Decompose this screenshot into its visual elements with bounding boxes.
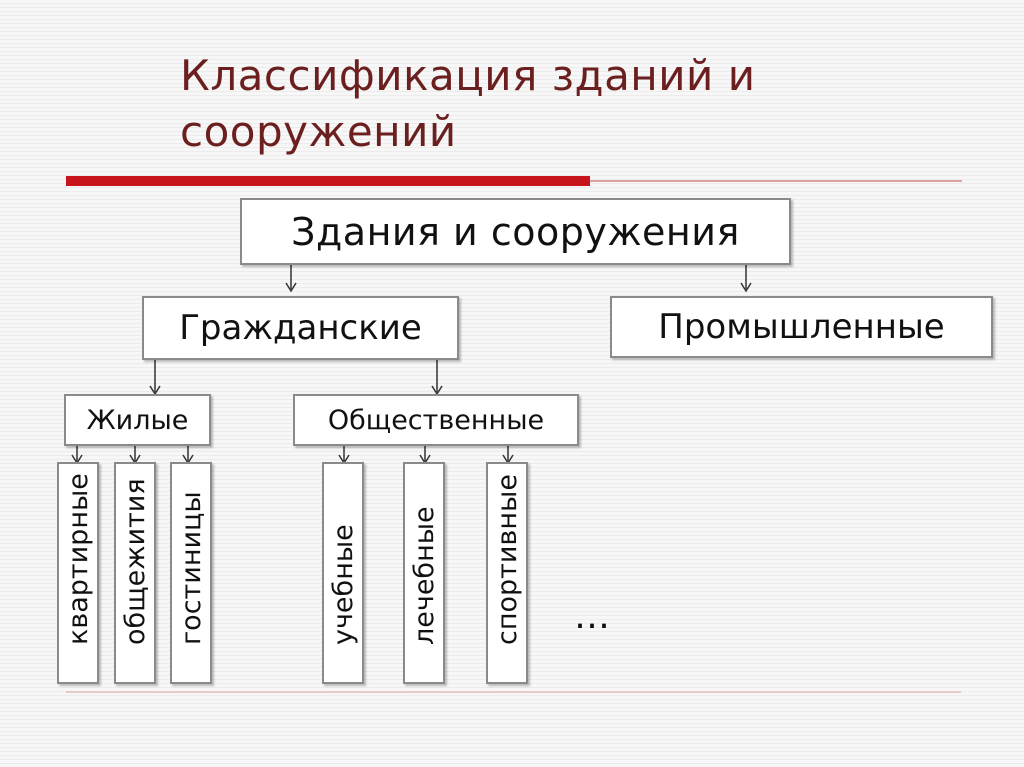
node-medical: лечебные	[403, 462, 445, 684]
node-apartment-label: квартирные	[63, 473, 94, 645]
node-dormitory-label: общежития	[120, 478, 151, 645]
node-educational-label: учебные	[328, 524, 359, 645]
node-apartment: квартирные	[57, 462, 99, 684]
title-underline-accent	[66, 176, 590, 186]
node-public: Общественные	[293, 394, 579, 446]
node-medical-label: лечебные	[409, 506, 440, 645]
slide-title: Классификация зданий и сооружений	[180, 51, 756, 156]
arrowhead-root-industrial	[740, 282, 752, 293]
node-buildings-and-structures: Здания и сооружения	[240, 198, 791, 265]
node-civil: Гражданские	[142, 296, 459, 360]
node-dormitory: общежития	[114, 462, 156, 684]
title-underline-thin	[590, 180, 962, 182]
node-industrial: Промышленные	[610, 296, 993, 358]
ellipsis-more: …	[574, 596, 612, 637]
node-hotel: гостиницы	[170, 462, 212, 684]
node-educational: учебные	[322, 462, 364, 684]
node-sports: спортивные	[486, 462, 528, 684]
node-residential: Жилые	[64, 394, 211, 446]
footer-divider	[66, 691, 961, 693]
node-sports-label: спортивные	[492, 474, 523, 645]
arrowhead-root-civil	[285, 282, 297, 293]
node-hotel-label: гостиницы	[176, 491, 207, 645]
